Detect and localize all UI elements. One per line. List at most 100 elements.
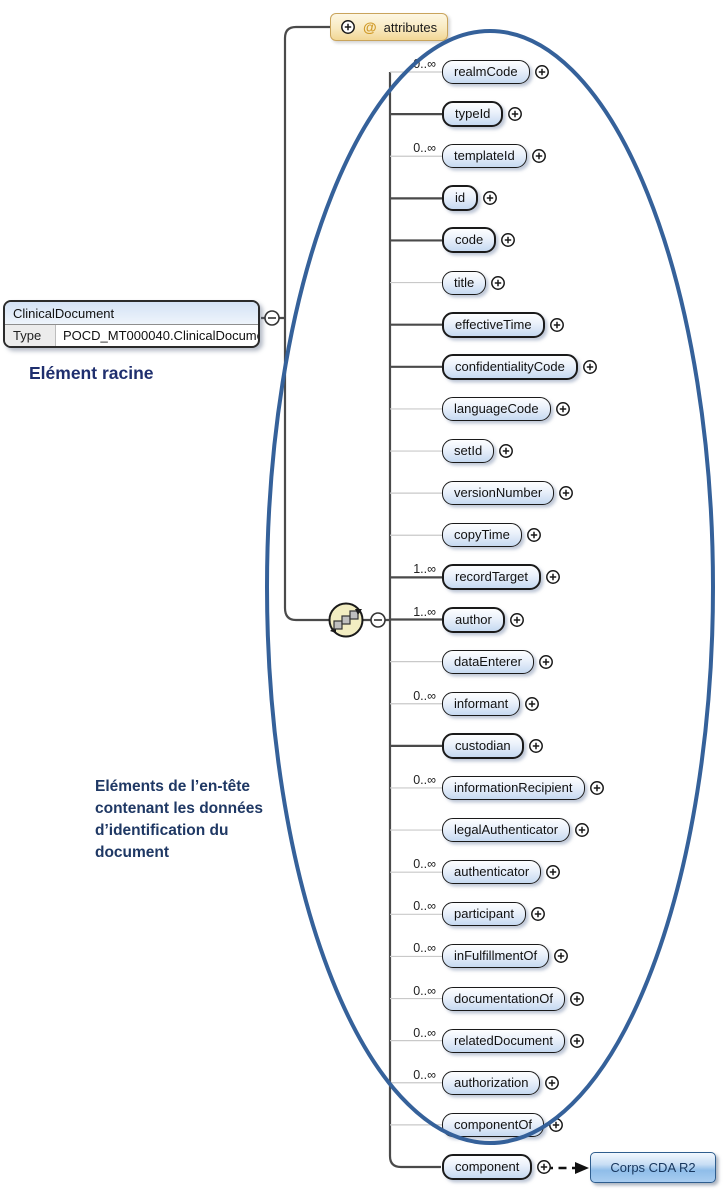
element-row: custodian bbox=[398, 730, 544, 762]
element-box[interactable]: participant bbox=[442, 902, 526, 927]
expand-plus-icon[interactable] bbox=[526, 527, 542, 543]
element-row: typeId bbox=[398, 98, 523, 130]
root-element-name: ClinicalDocument bbox=[5, 302, 258, 325]
element-row: 1..∞ author bbox=[398, 604, 525, 636]
element-box[interactable]: id bbox=[442, 185, 479, 212]
clinical-document-box[interactable]: ClinicalDocument Type POCD_MT000040.Clin… bbox=[3, 300, 260, 348]
cardinality-label: 0..∞ bbox=[413, 688, 436, 703]
root-type-row: Type POCD_MT000040.ClinicalDocument bbox=[5, 325, 258, 346]
expand-plus-icon[interactable] bbox=[340, 19, 356, 35]
element-row: 0..∞ authorization bbox=[398, 1067, 560, 1099]
expand-plus-icon[interactable] bbox=[545, 569, 561, 585]
element-row: component bbox=[398, 1151, 552, 1183]
expand-plus-icon[interactable] bbox=[528, 738, 544, 754]
element-box[interactable]: authorization bbox=[442, 1070, 541, 1095]
expand-plus-icon[interactable] bbox=[524, 696, 540, 712]
cardinality-label: 0..∞ bbox=[413, 899, 436, 914]
element-box[interactable]: confidentialityCode bbox=[442, 353, 578, 380]
sequence-compositor-icon[interactable] bbox=[328, 602, 364, 638]
expand-plus-icon[interactable] bbox=[531, 148, 547, 164]
annotation-header-elements: Eléments de l’en-tête contenant les donn… bbox=[95, 778, 263, 861]
element-box[interactable]: versionNumber bbox=[442, 481, 555, 506]
element-row: 0..∞ participant bbox=[398, 898, 546, 930]
cardinality-label: 0..∞ bbox=[413, 141, 436, 156]
type-label: Type bbox=[5, 325, 56, 346]
element-box[interactable]: realmCode bbox=[442, 60, 530, 84]
expand-plus-icon[interactable] bbox=[582, 359, 598, 375]
element-box[interactable]: languageCode bbox=[442, 396, 551, 421]
expand-plus-icon[interactable] bbox=[482, 190, 498, 206]
expand-plus-icon[interactable] bbox=[507, 106, 523, 122]
cardinality-label: 0..∞ bbox=[413, 772, 436, 787]
expand-plus-icon[interactable] bbox=[574, 822, 590, 838]
attributes-box[interactable]: @ attributes bbox=[330, 13, 448, 41]
cardinality-label: 0..∞ bbox=[413, 1067, 436, 1082]
element-row: 0..∞ authenticator bbox=[398, 856, 561, 888]
element-box[interactable]: code bbox=[442, 227, 497, 254]
element-box[interactable]: title bbox=[442, 270, 487, 295]
element-row: setId bbox=[398, 435, 514, 467]
element-row: languageCode bbox=[398, 393, 571, 425]
annotation-root-element: Elément racine bbox=[29, 363, 154, 383]
element-row: confidentialityCode bbox=[398, 351, 598, 383]
cardinality-label: 1..∞ bbox=[413, 562, 436, 577]
element-box[interactable]: typeId bbox=[442, 101, 504, 128]
expand-plus-icon[interactable] bbox=[544, 1075, 560, 1091]
element-box[interactable]: inFulfillmentOf bbox=[442, 944, 550, 969]
cardinality-label: 0..∞ bbox=[413, 57, 436, 71]
expand-plus-icon[interactable] bbox=[549, 317, 565, 333]
expand-plus-icon[interactable] bbox=[555, 401, 571, 417]
cardinality-label: 0..∞ bbox=[413, 857, 436, 872]
expand-plus-icon[interactable] bbox=[569, 991, 585, 1007]
element-box[interactable]: author bbox=[442, 606, 505, 633]
expand-plus-icon[interactable] bbox=[548, 1117, 564, 1133]
expand-plus-icon[interactable] bbox=[498, 443, 514, 459]
element-box[interactable]: custodian bbox=[442, 732, 524, 759]
element-row: dataEnterer bbox=[398, 646, 554, 678]
element-row: legalAuthenticator bbox=[398, 814, 590, 846]
expand-plus-icon[interactable] bbox=[490, 275, 506, 291]
cardinality-label: 0..∞ bbox=[413, 1025, 436, 1040]
element-row: 1..∞ recordTarget bbox=[398, 561, 561, 593]
element-box[interactable]: component bbox=[442, 1154, 533, 1180]
element-box[interactable]: dataEnterer bbox=[442, 649, 534, 674]
expand-plus-icon[interactable] bbox=[553, 948, 569, 964]
element-row: 0..∞ informationRecipient bbox=[398, 772, 605, 804]
expand-plus-icon[interactable] bbox=[569, 1033, 585, 1049]
expand-plus-icon[interactable] bbox=[545, 864, 561, 880]
element-box[interactable]: informant bbox=[442, 691, 521, 716]
cardinality-label: 1..∞ bbox=[413, 604, 436, 619]
expand-plus-icon[interactable] bbox=[509, 612, 525, 628]
expand-plus-icon[interactable] bbox=[534, 64, 550, 80]
element-box[interactable]: setId bbox=[442, 439, 495, 464]
element-box[interactable]: templateId bbox=[442, 144, 527, 169]
element-row: 0..∞ realmCode bbox=[398, 56, 550, 88]
element-box[interactable]: effectiveTime bbox=[442, 311, 545, 338]
element-box[interactable]: recordTarget bbox=[442, 564, 541, 591]
expand-plus-icon[interactable] bbox=[500, 232, 516, 248]
element-row: 0..∞ templateId bbox=[398, 140, 547, 172]
element-row: code bbox=[398, 224, 516, 256]
element-row: copyTime bbox=[398, 519, 542, 551]
sequence-collapse-minus-icon[interactable] bbox=[370, 612, 386, 628]
expand-plus-icon[interactable] bbox=[558, 485, 574, 501]
element-box[interactable]: informationRecipient bbox=[442, 775, 585, 800]
element-box[interactable]: documentationOf bbox=[442, 986, 566, 1011]
expand-plus-icon[interactable] bbox=[589, 780, 605, 796]
element-row: effectiveTime bbox=[398, 309, 565, 341]
expand-plus-icon[interactable] bbox=[536, 1159, 552, 1175]
at-symbol: @ bbox=[363, 19, 377, 35]
element-box[interactable]: componentOf bbox=[442, 1112, 545, 1137]
root-collapse-minus-icon[interactable] bbox=[264, 310, 280, 326]
element-box[interactable]: copyTime bbox=[442, 523, 522, 548]
element-box[interactable]: authenticator bbox=[442, 860, 542, 885]
expand-plus-icon[interactable] bbox=[538, 654, 554, 670]
root-trunk-line bbox=[283, 25, 330, 622]
expand-plus-icon[interactable] bbox=[530, 906, 546, 922]
element-box[interactable]: relatedDocument bbox=[442, 1028, 565, 1053]
cda-body-box[interactable]: Corps CDA R2 bbox=[590, 1152, 716, 1183]
element-box[interactable]: legalAuthenticator bbox=[442, 818, 571, 843]
cardinality-label: 0..∞ bbox=[413, 941, 436, 956]
